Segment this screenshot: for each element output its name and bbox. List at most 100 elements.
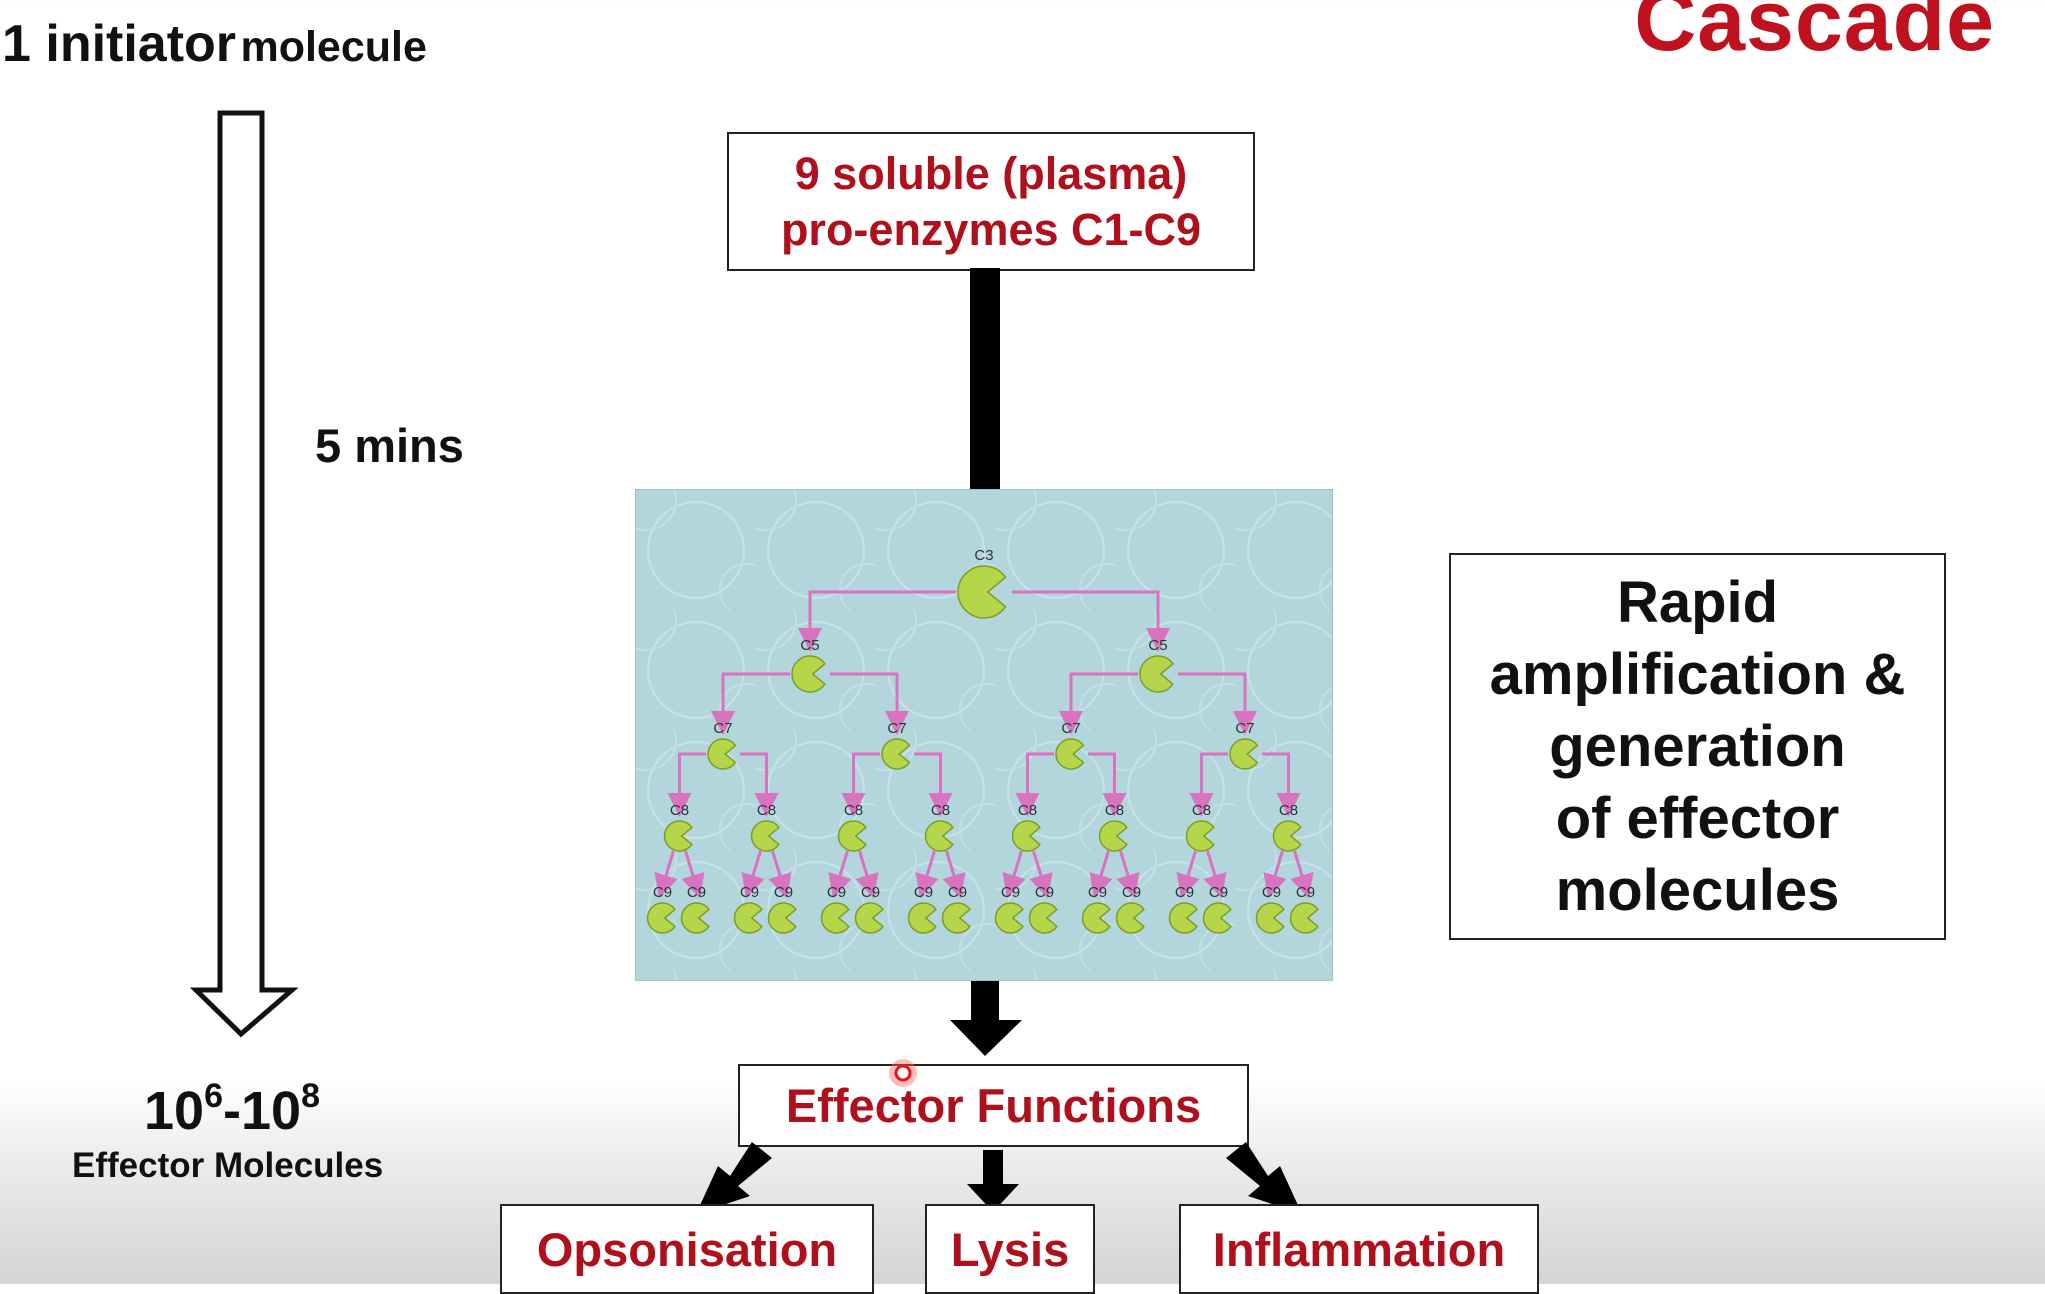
note-line: molecules [1555,857,1840,923]
enzyme-label: C9 [774,884,793,901]
initiator-label: 1 initiator molecule [2,14,427,74]
enzyme-label: C9 [827,884,846,901]
enzyme-icon [1028,902,1058,934]
enzyme-icon [881,738,911,770]
enzyme-icon [646,902,676,934]
connector-arrow [681,850,705,899]
result-separator: - [223,1081,241,1141]
connector-arrow [1290,850,1314,899]
enzyme-icon [1011,820,1041,852]
initiator-count: 1 initiator [2,15,237,73]
enzyme-icon [750,820,780,852]
enzyme-icon [767,902,797,934]
connector-arrow [1059,672,1138,735]
result-exp-end: 8 [301,1077,320,1115]
enzyme-label: C9 [861,884,880,901]
connector-arrow [1116,850,1140,899]
enzyme-label: C9 [1035,884,1054,901]
connector-arrow [741,850,765,899]
enzyme-icon [707,738,737,770]
connector-arrow [1262,752,1301,817]
enzyme-label: C9 [1122,884,1141,901]
enzyme-label: C7 [887,720,906,737]
enzyme-icon [1202,902,1232,934]
connector-arrow [711,672,790,735]
enzyme-icon [924,820,954,852]
connector-arrow [1189,752,1228,817]
enzyme-label: C7 [1061,720,1080,737]
connector-arrow [1263,850,1287,899]
enzyme-label: C8 [931,802,950,819]
enzyme-icon [1272,820,1302,852]
enzyme-icon [1098,820,1128,852]
lysis-box: Lysis [925,1204,1095,1294]
branch-arrows [696,1142,1302,1214]
enzyme-icon [837,820,867,852]
connector-arrow [914,752,953,817]
connector-arrow [1015,752,1054,817]
connector-arrow [1176,850,1200,899]
connector-arrow [942,850,966,899]
enzyme-icon [733,902,763,934]
time-label: 5 mins [315,419,464,472]
enzyme-icon [1115,902,1145,934]
connector-arrow [740,752,779,817]
source-line-1: 9 soluble (plasma) [794,147,1188,199]
enzyme-label: C7 [713,720,732,737]
slide-title: Cascade [1634,0,1995,69]
enzyme-icon [994,902,1024,934]
connector-arrow [1203,850,1227,899]
enzyme-label: C9 [1001,884,1020,901]
connector-arrow [768,850,792,899]
source-box: 9 soluble (plasma) pro-enzymes C1-C9 [727,132,1255,271]
enzyme-label: C8 [844,802,863,819]
enzyme-icon [1185,820,1215,852]
enzyme-label: C5 [800,637,819,654]
down-arrow-icon [942,268,1028,530]
result-base-start: 10 [144,1081,205,1141]
connector-arrow [1178,672,1257,735]
enzyme-icon [1055,738,1085,770]
enzyme-label: C9 [914,884,933,901]
enzyme-label: C9 [1262,884,1281,901]
enzyme-icon [1081,902,1111,934]
enzyme-label: C9 [687,884,706,901]
enzyme-label: C3 [974,547,993,564]
connector-arrow [798,590,956,652]
connector-arrow [667,752,706,817]
enzyme-label: C9 [1175,884,1194,901]
enzyme-label: C8 [670,802,689,819]
inflammation-box: Inflammation [1179,1204,1539,1294]
connector-arrow [1012,590,1170,652]
connector-arrow [915,850,939,899]
enzyme-label: C8 [1018,802,1037,819]
arrow-to-opsonisation-icon [696,1142,772,1214]
opsonisation-label: Opsonisation [536,1222,838,1276]
enzyme-label: C9 [1209,884,1228,901]
inflammation-label: Inflammation [1212,1222,1506,1276]
enzyme-icon [1289,902,1319,934]
connector-arrow [1002,850,1026,899]
enzyme-label: C8 [1279,802,1298,819]
down-arrow-icon [950,980,1022,1056]
enzyme-icon [1168,902,1198,934]
enzyme-icon [941,902,971,934]
enzyme-label: C8 [1105,802,1124,819]
result-base-end: 10 [240,1081,302,1141]
initiator-unit: molecule [240,23,427,71]
enzyme-icon [680,902,710,934]
lysis-label: Lysis [950,1222,1070,1276]
connector-arrow [1089,850,1113,899]
enzyme-label: C9 [653,884,672,901]
enzyme-icon [907,902,937,934]
enzyme-label: C9 [1296,884,1315,901]
connector-arrow [841,752,880,817]
enzyme-icon [1255,902,1285,934]
result-exp-start: 6 [204,1077,223,1115]
enzyme-label: C9 [1088,884,1107,901]
enzyme-icon [1139,655,1174,693]
enzyme-icon [957,565,1007,619]
enzyme-label: C8 [757,802,776,819]
